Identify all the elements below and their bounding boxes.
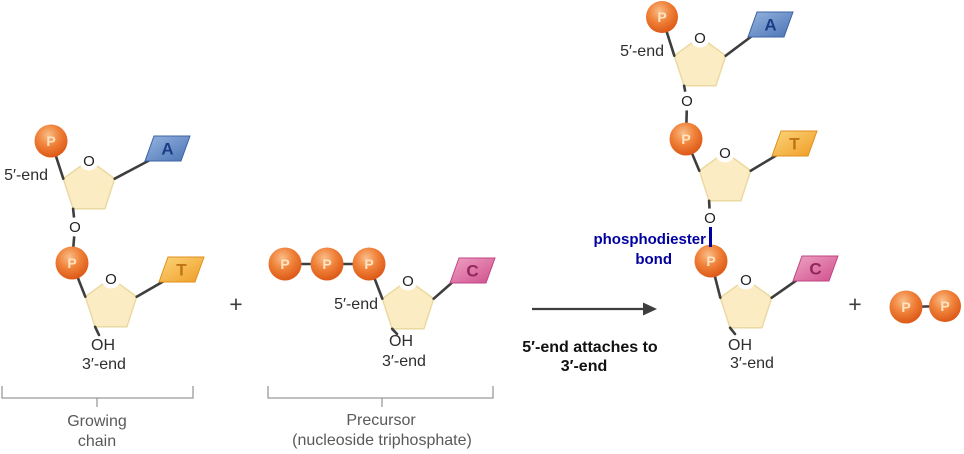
precursor-phosphate-gamma-letter: P: [364, 256, 373, 272]
chemical-bond-5: [135, 279, 166, 299]
growing-chain-phosphate-2-letter: P: [67, 255, 76, 271]
growing-chain-caption-line1: Growing: [67, 413, 127, 430]
growing-chain-bridge-oxygen-label: O: [69, 219, 81, 236]
base-thymine-growing-chain: [158, 256, 205, 283]
phosphodiester-bond-label-line2: bond: [635, 251, 672, 268]
chemical-bond-6: [93, 325, 101, 337]
product-bridge-oxygen-2-label-backdrop: [700, 208, 720, 228]
growing-chain-caption-line2: chain: [78, 433, 116, 450]
product-sugar-2-pentagon: [698, 151, 752, 202]
precursor-sugar-pentagon: [381, 279, 435, 330]
base-adenine-growing-chain: [144, 135, 191, 162]
precursor-sugar-ring-oxygen-label: O: [402, 273, 414, 290]
product-sugar-2-ring-oxygen-label: O: [719, 145, 731, 162]
product-phosphate-1-circle: [646, 1, 678, 33]
product-bridge-oxygen-1-label-backdrop: [677, 91, 697, 111]
product-sugar-1-pentagon: [673, 36, 727, 87]
product-sugar-3-pentagon: [719, 278, 773, 329]
growing-chain-sugar-2-ring-oxygen-label-backdrop: [101, 269, 121, 289]
growing-chain-phosphate-1-letter: P: [46, 133, 55, 149]
growing-chain-bracket: [1, 386, 194, 399]
reaction-arrow-head: [643, 302, 657, 316]
five-prime-end-label-growing-chain: 5′-end: [4, 167, 48, 184]
chemical-bond-21: [770, 278, 799, 300]
growing-chain-bridge-oxygen-label-backdrop: [65, 217, 85, 237]
growing-chain-sugar-1-ring-oxygen-label-backdrop: [79, 151, 99, 171]
base-cytosine-product: [792, 255, 839, 282]
base-adenine-growing-chain-letter: A: [161, 140, 173, 159]
reaction-caption-line1: 5′-end attaches to: [522, 339, 658, 356]
five-prime-end-label-precursor: 5′-end: [334, 296, 378, 313]
product-sugar-1-ring-oxygen-label: O: [694, 30, 706, 47]
precursor-phosphate-beta-circle: [310, 247, 344, 281]
precursor-caption-line1: Precursor: [346, 412, 416, 429]
product-sugar-1-ring-oxygen-label-backdrop: [690, 28, 710, 48]
base-cytosine-product-letter: C: [809, 260, 821, 279]
pyrophosphate-p-1-letter: P: [901, 299, 910, 315]
growing-chain-sugar-2-pentagon: [84, 277, 138, 328]
precursor-sugar-ring-oxygen-label-backdrop: [398, 271, 418, 291]
pyrophosphate-p-2-circle: [929, 290, 961, 322]
chemical-bond-1: [113, 158, 152, 180]
growing-chain-phosphate-2-circle: [55, 246, 89, 280]
base-cytosine-precursor-letter: C: [466, 262, 478, 281]
base-thymine-product: [771, 130, 818, 157]
product-phosphate-3-letter: P: [706, 253, 715, 269]
precursor-caption-line2: (nucleoside triphosphate): [292, 432, 472, 449]
chemical-bond-17: [749, 153, 779, 172]
three-prime-end-label-growing-chain: 3′-end: [82, 356, 126, 373]
five-prime-end-label-product: 5′-end: [620, 43, 664, 60]
precursor-phosphate-beta-letter: P: [322, 256, 331, 272]
precursor-phosphate-alpha-letter: P: [280, 256, 289, 272]
product-bridge-oxygen-1-label: O: [681, 93, 693, 110]
chemical-bond-13: [724, 34, 754, 58]
base-adenine-product-letter: A: [764, 16, 776, 35]
plus-sign-reactants: +: [229, 291, 242, 317]
phosphodiester-bond-label-line1: phosphodiester: [593, 231, 706, 248]
product-bridge-oxygen-2-label: O: [704, 210, 716, 227]
product-phosphate-2-circle: [669, 122, 703, 156]
base-thymine-growing-chain-letter: T: [176, 261, 187, 280]
precursor-bracket: [267, 386, 494, 399]
three-prime-end-label-precursor: 3′-end: [382, 353, 426, 370]
pyrophosphate-p-1-circle: [889, 290, 923, 324]
chemical-bond-22: [728, 326, 737, 336]
base-cytosine-precursor: [449, 257, 496, 284]
growing-chain-sugar-1-pentagon: [62, 159, 116, 210]
product-phosphate-3-circle: [694, 244, 728, 278]
plus-sign-products: +: [848, 291, 861, 317]
chemical-bond-11: [390, 327, 399, 336]
product-sugar-3-ring-oxygen-label-backdrop: [736, 270, 756, 290]
hydroxyl-label-growing-chain: OH: [91, 337, 115, 354]
growing-chain-sugar-2-ring-oxygen-label: O: [105, 271, 117, 288]
product-phosphate-2-letter: P: [681, 131, 690, 147]
growing-chain-phosphate-1-circle: [34, 124, 68, 158]
hydroxyl-label-precursor: OH: [389, 333, 413, 350]
product-sugar-2-ring-oxygen-label-backdrop: [715, 143, 735, 163]
growing-chain-sugar-1-ring-oxygen-label: O: [83, 153, 95, 170]
product-phosphate-1-letter: P: [657, 9, 666, 25]
product-sugar-3-ring-oxygen-label: O: [740, 272, 752, 289]
reaction-caption-line2: 3′-end: [561, 358, 608, 375]
hydroxyl-label-product: OH: [728, 337, 752, 354]
pyrophosphate-p-2-letter: P: [940, 298, 949, 314]
base-adenine-product: [747, 11, 794, 38]
precursor-phosphate-gamma-circle: [352, 247, 386, 281]
three-prime-end-label-product: 3′-end: [730, 355, 774, 372]
base-thymine-product-letter: T: [789, 135, 800, 154]
precursor-phosphate-alpha-circle: [268, 247, 302, 281]
